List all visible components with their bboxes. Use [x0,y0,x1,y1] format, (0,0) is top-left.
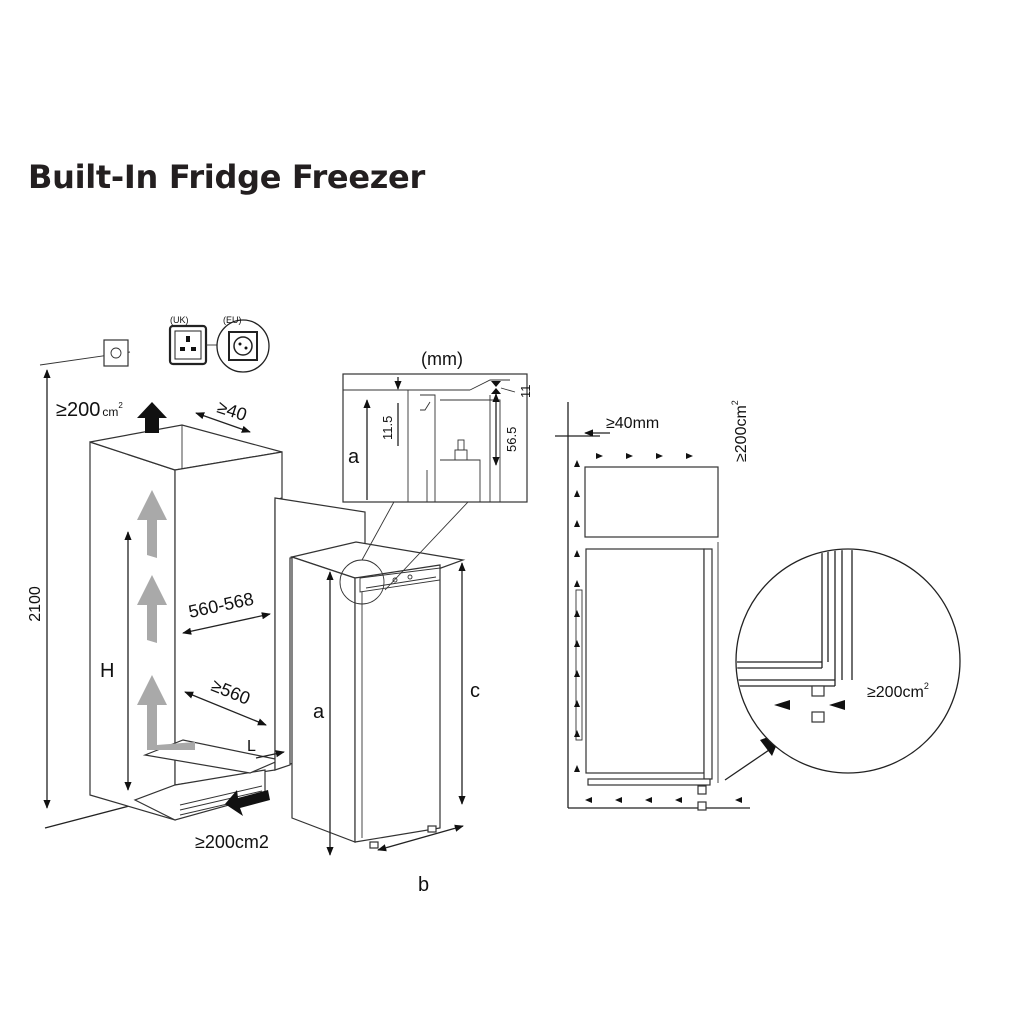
height-2100-label: 2100 [27,586,44,622]
dim-11-label: 11 [518,385,533,399]
eu-label: (EU) [223,315,242,325]
airflow-arrow-icon [137,490,195,750]
uk-socket-icon [168,324,208,366]
page-title: Built-In Fridge Freezer [28,158,425,196]
vent-up-arrow-icon [137,402,167,433]
fridge-appliance: a c b [289,499,480,896]
dim-56-5-label: 56.5 [504,427,519,452]
gap-40mm-label: ≥40mm [606,415,659,432]
dim-b-label: b [418,874,429,896]
dim-a-label: a [313,701,325,723]
zoom-detail: ≥200cm2 [735,548,961,774]
airflow-markers [574,453,742,803]
detail-inset: (mm) a 11.5 56.5 11 [342,349,533,503]
dim-c-label: c [470,680,480,702]
vent-bottom-label: ≥200cm2 [195,832,269,852]
height-h-label: H [100,660,114,682]
vent-circle-label: ≥200cm2 [867,681,929,701]
vent-in-arrow-icon [225,790,270,816]
dim-11-5-label: 11.5 [380,416,395,440]
eu-socket-icon [216,319,270,373]
detail-a-label: a [348,446,360,468]
length-l-label: L [247,738,256,755]
mm-label: (mm) [421,349,463,369]
wall-switch-icon [103,339,129,367]
side-view: ≥40mm ≥200cm2 [555,400,961,811]
uk-label: (UK) [170,315,189,325]
vent-side-label: ≥200cm2 [730,400,750,462]
